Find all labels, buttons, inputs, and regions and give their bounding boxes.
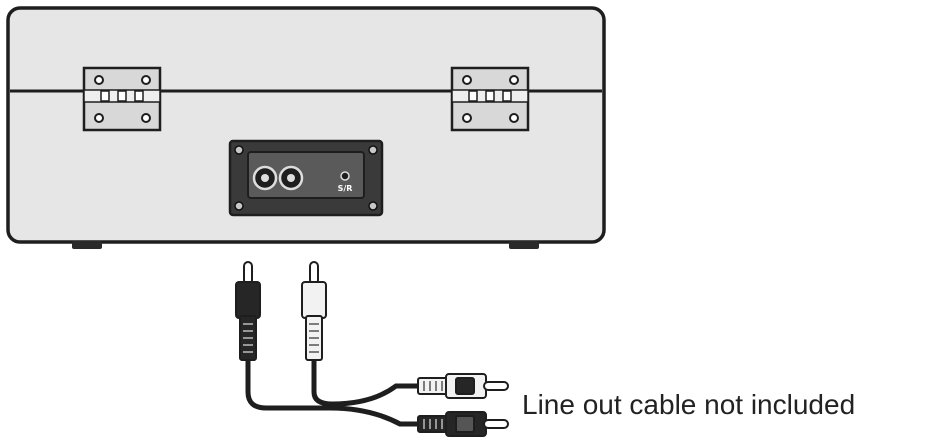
case-foot-right (509, 241, 539, 249)
screw-icon (509, 113, 519, 123)
screw-icon (141, 75, 151, 85)
rca-jack-left (252, 165, 278, 191)
rca-plug-white-horizontal (417, 373, 509, 399)
cable-black (245, 355, 423, 427)
hinge-left (82, 66, 162, 132)
screw-icon (94, 75, 104, 85)
screw-icon (368, 145, 378, 155)
cables (245, 355, 423, 427)
case-foot-left (72, 241, 102, 249)
jack-label: S/R (338, 184, 353, 193)
rca-plug-black-horizontal (417, 411, 509, 437)
switch-jack (340, 171, 350, 181)
cable-white (311, 355, 423, 407)
screw-icon (234, 201, 244, 211)
screw-icon (94, 113, 104, 123)
grip-ridges (423, 381, 443, 391)
screw-icon (141, 113, 151, 123)
rca-plug-black-vertical (235, 261, 261, 361)
rear-panel: S/R (228, 139, 384, 217)
screw-icon (509, 75, 519, 85)
grip-ridges (309, 323, 319, 353)
screw-icon (368, 201, 378, 211)
screw-icon (462, 75, 472, 85)
rca-plug-white-vertical (301, 261, 327, 361)
screw-icon (234, 145, 244, 155)
grip-ridges (243, 323, 253, 353)
grip-ridges (423, 419, 443, 429)
caption-text: Line out cable not included (522, 389, 856, 420)
hinge-right (450, 66, 530, 132)
rca-jack-right (278, 165, 304, 191)
screw-icon (462, 113, 472, 123)
case-body (6, 6, 606, 244)
